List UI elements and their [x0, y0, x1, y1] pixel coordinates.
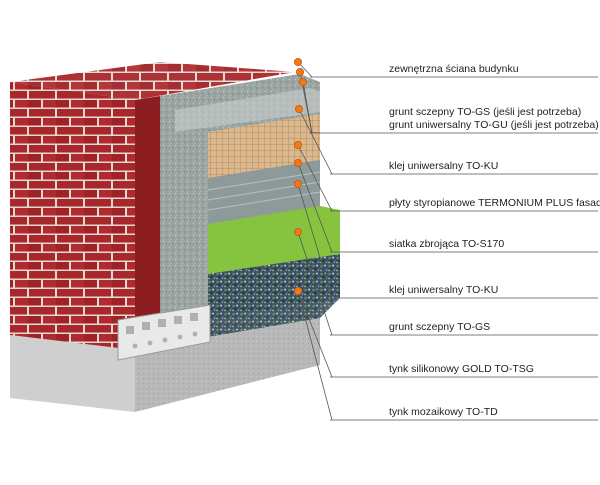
layer-label-9: tynk silikonowy GOLD TO-TSG — [389, 363, 534, 375]
leader-line-7 — [297, 183, 333, 299]
brick-wall-side — [135, 96, 160, 350]
leader-line-8 — [297, 231, 333, 336]
layer-marker-icon — [293, 227, 302, 236]
layer-marker-icon — [293, 158, 302, 167]
layer-marker-icon — [294, 105, 303, 114]
layer-label-2: grunt sczepny TO-GS (jeśli jest potrzeba… — [389, 106, 582, 118]
leader-line-6 — [297, 162, 333, 253]
layer-label-7: klej uniwersalny TO-KU — [389, 284, 499, 296]
leader-lines — [297, 61, 598, 421]
leader-line-9 — [297, 290, 333, 378]
layer-label-6: siatka zbrojąca TO-S170 — [389, 238, 505, 250]
leader-line-4 — [298, 108, 333, 175]
brick-wall-front — [10, 82, 135, 350]
leader-line-5 — [297, 144, 333, 212]
layer-marker-icon — [293, 58, 302, 67]
layer-marker-icon — [298, 78, 307, 87]
silicone-render-layer — [208, 206, 340, 274]
layer-marker-icon — [293, 140, 302, 149]
base-coat-strip — [175, 88, 320, 132]
layer-label-3: grunt uniwersalny TO-GU (jeśli jest potr… — [389, 119, 599, 131]
layer-marker-icon — [293, 179, 302, 188]
layer-markers — [293, 58, 307, 295]
leader-line-10 — [297, 290, 333, 421]
brick-wall-top — [10, 62, 295, 100]
layer-label-10: tynk mozaikowy TO-TD — [389, 406, 498, 418]
foundation-side — [135, 315, 320, 412]
foundation-front — [10, 335, 135, 412]
starter-profile — [117, 304, 211, 361]
mesh-layer — [208, 114, 320, 178]
layer-marker-icon — [295, 68, 304, 77]
leader-line-3 — [302, 81, 313, 134]
layer-marker-icon — [293, 286, 302, 295]
layer-label-8: grunt sczepny TO-GS — [389, 321, 491, 333]
layer-label-1: zewnętrzna ściana budynku — [389, 63, 519, 75]
layer-label-5: płyty styropianowe TERMONIUM PLUS fasada — [389, 197, 600, 209]
layer-label-4: klej uniwersalny TO-KU — [389, 160, 499, 172]
